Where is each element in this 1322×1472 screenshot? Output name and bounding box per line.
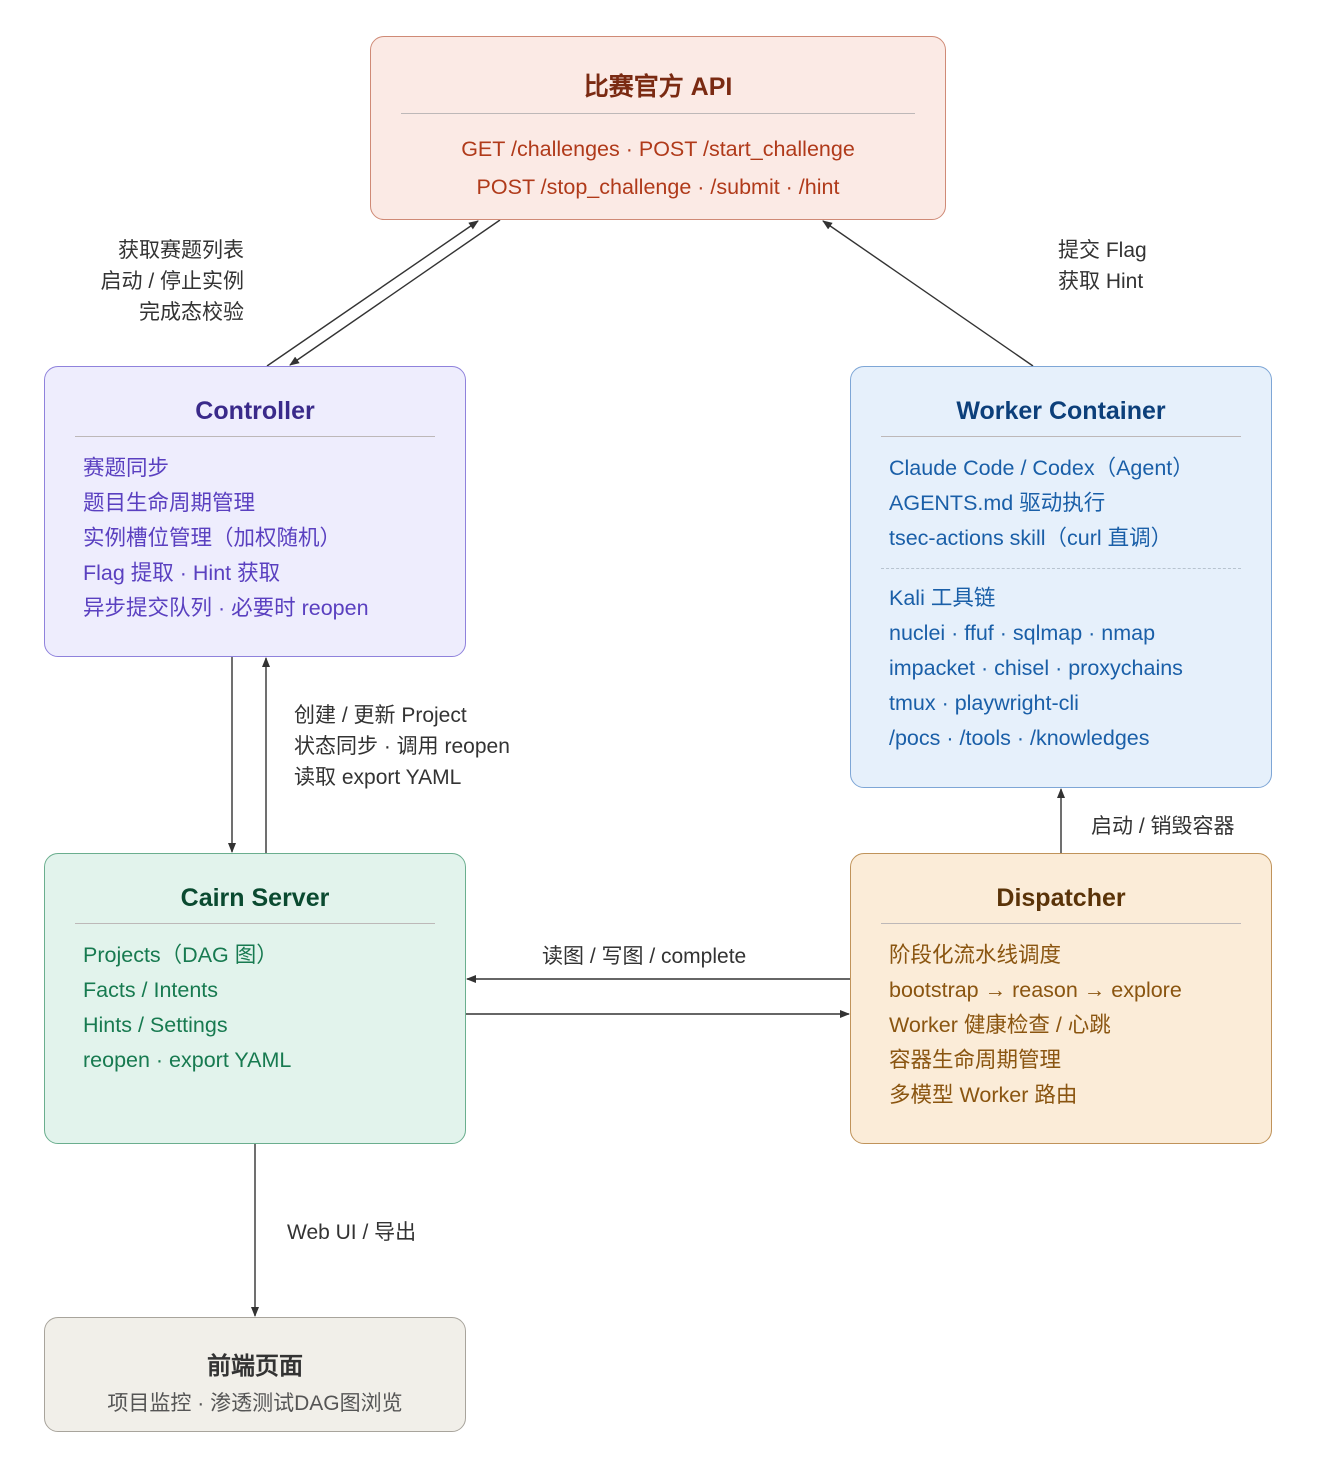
edge-label-line: 提交 Flag (1058, 239, 1147, 262)
dispatcher-item: 容器生命周期管理 (889, 1048, 1062, 1072)
worker-container-node: Worker Container Claude Code / Codex（Age… (850, 366, 1272, 788)
edge-label-dispatcher-worker: 启动 / 销毁容器 (1091, 815, 1235, 838)
worker-tool-item: /pocs · /tools · /knowledges (889, 726, 1150, 750)
cairn-title: Cairn Server (180, 884, 330, 912)
cairn-item: Hints / Settings (83, 1013, 228, 1037)
cairn-server-node: Cairn Server Projects（DAG 图） Facts / Int… (44, 853, 466, 1144)
edge-label-line: 状态同步 · 调用 reopen (294, 735, 510, 758)
dispatcher-item: 多模型 Worker 路由 (889, 1083, 1078, 1107)
divider (75, 436, 435, 437)
divider (401, 113, 915, 114)
worker-tool-item: impacket · chisel · proxychains (889, 656, 1183, 680)
worker-tool-item: nuclei · ffuf · sqlmap · nmap (889, 621, 1156, 645)
dispatcher-node: Dispatcher 阶段化流水线调度 bootstrap → reason →… (850, 853, 1272, 1144)
worker-tool-item: tmux · playwright-cli (889, 691, 1079, 715)
cairn-item: Projects（DAG 图） (83, 943, 278, 967)
arrow-controller-to-api (266, 220, 479, 367)
edge-label-cairn-frontend: Web UI / 导出 (287, 1221, 417, 1244)
dispatcher-item: bootstrap → reason → explore (889, 978, 1182, 1002)
cairn-item: reopen · export YAML (83, 1048, 292, 1072)
edge-label-controller-api: 获取赛题列表 启动 / 停止实例 完成态校验 (100, 235, 244, 328)
divider (881, 436, 1241, 437)
cairn-item: Facts / Intents (83, 978, 219, 1002)
controller-item: 题目生命周期管理 (83, 491, 256, 515)
api-endpoints-line: POST /stop_challenge · /submit · /hint (476, 175, 840, 199)
frontend-title: 前端页面 (207, 1353, 303, 1380)
dispatcher-title: Dispatcher (996, 884, 1126, 912)
controller-item: 赛题同步 (83, 456, 170, 480)
arrow-worker-to-api (822, 220, 1034, 367)
edge-label-line: 获取赛题列表 (118, 239, 244, 262)
controller-item: Flag 提取 · Hint 获取 (83, 561, 281, 585)
edge-label-dispatcher-cairn: 读图 / 写图 / complete (542, 945, 747, 968)
worker-tool-item: Kali 工具链 (889, 586, 996, 610)
controller-item: 实例槽位管理（加权随机） (83, 526, 342, 550)
divider (75, 923, 435, 924)
worker-title: Worker Container (956, 397, 1166, 425)
dashed-divider (881, 568, 1241, 569)
api-endpoints-line: GET /challenges · POST /start_challenge (461, 137, 855, 161)
worker-item: tsec-actions skill（curl 直调） (889, 526, 1173, 550)
divider (881, 923, 1241, 924)
dispatcher-item: 阶段化流水线调度 (889, 943, 1062, 967)
frontend-node: 前端页面 项目监控 · 渗透测试DAG图浏览 (44, 1317, 466, 1432)
controller-node: Controller 赛题同步 题目生命周期管理 实例槽位管理（加权随机） Fl… (44, 366, 466, 657)
edge-label-line: 完成态校验 (139, 301, 244, 324)
edge-label-line: 读取 export YAML (294, 766, 462, 789)
edge-label-line: 获取 Hint (1058, 270, 1144, 293)
worker-item: AGENTS.md 驱动执行 (889, 491, 1106, 515)
frontend-subtitle: 项目监控 · 渗透测试DAG图浏览 (107, 1392, 403, 1415)
api-node: 比赛官方 API GET /challenges · POST /start_c… (370, 36, 946, 220)
dispatcher-item: Worker 健康检查 / 心跳 (889, 1013, 1111, 1037)
edge-label-worker-api: 提交 Flag 获取 Hint (1058, 235, 1147, 297)
api-title: 比赛官方 API (583, 73, 733, 101)
controller-title: Controller (195, 397, 315, 425)
edge-label-line: 创建 / 更新 Project (294, 704, 467, 727)
worker-item: Claude Code / Codex（Agent） (889, 456, 1194, 480)
edge-label-line: 启动 / 停止实例 (100, 270, 244, 293)
edge-label-controller-cairn: 创建 / 更新 Project 状态同步 · 调用 reopen 读取 expo… (294, 700, 510, 793)
arrow-api-to-controller (289, 219, 501, 366)
controller-item: 异步提交队列 · 必要时 reopen (83, 596, 369, 620)
